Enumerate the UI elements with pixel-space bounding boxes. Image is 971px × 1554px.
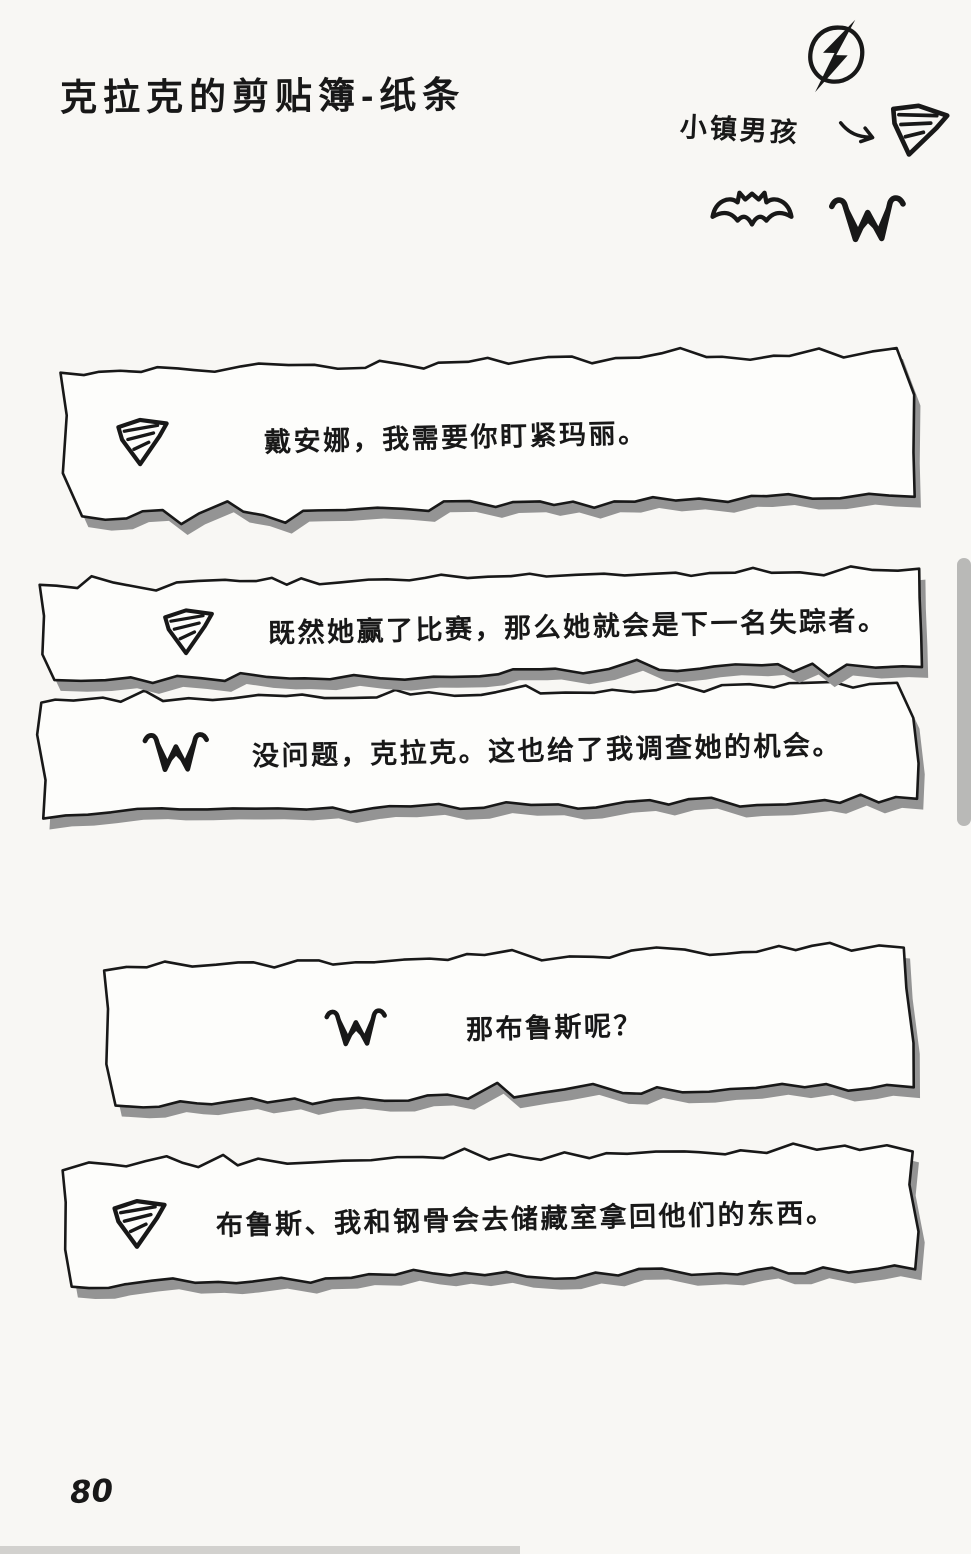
scan-artifact [0,1546,520,1554]
note-text: 既然她赢了比赛，那么她就会是下一名失踪者。 [267,604,888,648]
superman-shield-icon [108,1197,171,1252]
note-strip: 没问题，克拉克。这也给了我调查她的机会。 [29,671,929,830]
note-content: 没问题，克拉克。这也给了我调查她的机会。 [29,671,929,826]
note-strip: 戴安娜，我需要你盯紧玛丽。 [48,339,927,535]
torn-paper [35,680,925,830]
torn-paper [61,1142,925,1299]
note-content: 既然她赢了比赛，那么她就会是下一名失踪者。 [27,557,934,696]
wonder-woman-icon [323,1004,388,1056]
smallville-boy-label: 小镇男孩 [679,111,801,149]
superman-shield-icon [111,416,172,469]
flash-icon [792,12,880,102]
note-strip: 那布鲁斯呢？ [90,934,926,1119]
note-text: 没问题，克拉克。这也给了我调查她的机会。 [251,729,843,771]
torn-paper [102,941,921,1119]
note-strip: 布鲁斯、我和钢骨会去储藏室拿回他们的东西。 [51,1137,928,1299]
arrow-right-icon [834,116,882,151]
scan-artifact [957,558,971,826]
page-title: 克拉克的剪贴簿-纸条 [59,74,466,119]
note-content: 那布鲁斯呢？ [90,934,926,1118]
note-content: 戴安娜，我需要你盯紧玛丽。 [48,339,927,528]
note-text: 戴安娜，我需要你盯紧玛丽。 [263,417,648,457]
page-number: 80 [69,1472,115,1512]
superman-shield-icon [877,97,954,166]
wonder-woman-icon [142,728,211,781]
note-text: 布鲁斯、我和钢骨会去储藏室拿回他们的东西。 [215,1197,836,1241]
superman-shield-icon [156,606,221,657]
note-content: 布鲁斯、我和钢骨会去储藏室拿回他们的东西。 [51,1137,928,1297]
batman-icon [704,186,800,236]
wonder-woman-icon [825,191,911,254]
note-text: 那布鲁斯呢？ [465,1009,644,1045]
torn-paper [59,346,921,535]
torn-paper [38,565,929,694]
note-strip: 既然她赢了比赛，那么她就会是下一名失踪者。 [27,557,934,696]
